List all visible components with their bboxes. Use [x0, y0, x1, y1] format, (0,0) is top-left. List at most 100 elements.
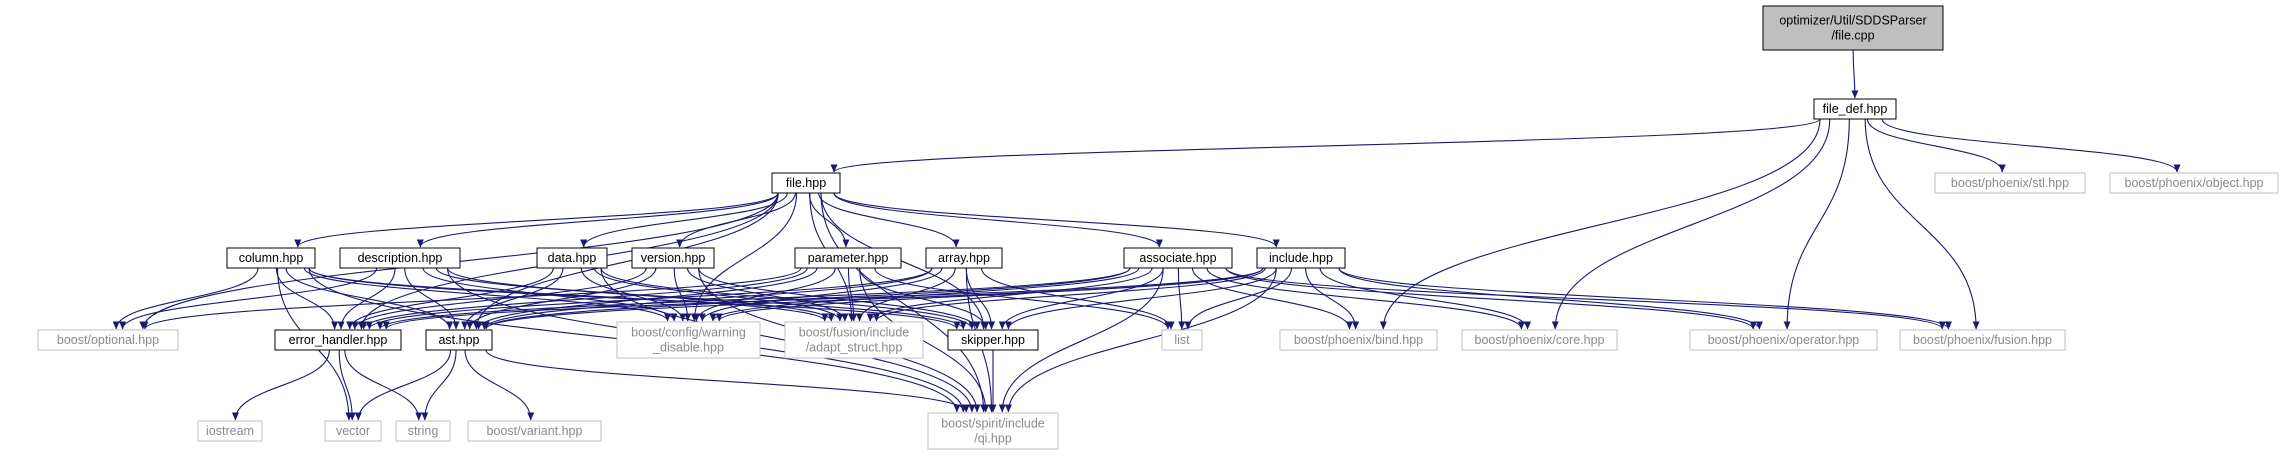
- edge-error_handler-to-vector: [338, 349, 356, 421]
- node-column[interactable]: column.hpp: [226, 247, 316, 269]
- edge-version-to-warning: [673, 267, 692, 322]
- node-label: boost/optional.hpp: [57, 333, 159, 347]
- edge-ast-to-variant: [464, 349, 535, 421]
- node-phx-operator: boost/phoenix/operator.hpp: [1689, 329, 1878, 351]
- node-box: [37, 329, 179, 351]
- node-box: [1689, 329, 1878, 351]
- node-include[interactable]: include.hpp: [1256, 247, 1346, 269]
- node-warning: boost/config/warning_disable.hpp: [616, 321, 761, 359]
- node-vector: vector: [324, 420, 382, 442]
- node-list: list: [1161, 329, 1203, 351]
- node-label: _disable.hpp: [652, 341, 724, 355]
- node-label: error_handler.hpp: [289, 333, 388, 347]
- edge-associate-to-phx_operator: [1225, 267, 1757, 330]
- node-box: [197, 420, 263, 442]
- edge-error_handler-to-string: [344, 349, 423, 421]
- node-label: associate.hpp: [1139, 251, 1216, 265]
- node-box: [616, 321, 761, 359]
- edge-parameter-to-optional: [141, 267, 802, 330]
- node-label: file_def.hpp: [1823, 102, 1888, 116]
- node-phx-fusion: boost/phoenix/fusion.hpp: [1899, 329, 2066, 351]
- node-box: [274, 329, 402, 351]
- edge-ast-to-vector: [354, 349, 452, 421]
- edge-description-to-optional: [119, 267, 378, 330]
- edge-file-to-ast: [472, 192, 779, 330]
- node-error-handler[interactable]: error_handler.hpp: [274, 329, 402, 351]
- edge-file-to-data: [580, 192, 788, 248]
- edge-include-to-list: [1184, 267, 1293, 330]
- edge-include-to-warning: [715, 267, 1264, 322]
- node-label: boost/phoenix/core.hpp: [1475, 333, 1605, 347]
- node-file-def[interactable]: file_def.hpp: [1813, 98, 1897, 120]
- node-label: boost/fusion/include: [799, 326, 910, 340]
- node-box: [1123, 247, 1233, 269]
- node-box: [927, 412, 1059, 450]
- edge-include-to-skipper: [1004, 267, 1277, 330]
- edge-file-to-column: [294, 192, 779, 248]
- node-data[interactable]: data.hpp: [536, 247, 608, 269]
- edge-column-to-warning: [303, 267, 672, 322]
- node-box: [1813, 98, 1897, 120]
- edge-array-to-adapt: [856, 267, 956, 322]
- node-label: skipper.hpp: [961, 333, 1025, 347]
- node-box: [226, 247, 316, 269]
- node-box: [794, 247, 902, 269]
- edge-error_handler-to-iostream: [231, 349, 330, 421]
- edge-associate-to-skipper: [998, 267, 1164, 330]
- node-label: string: [408, 424, 439, 438]
- node-label: data.hpp: [548, 251, 597, 265]
- node-phx-stl: boost/phoenix/stl.hpp: [1934, 172, 2086, 194]
- edge-associate-to-phx_bind: [1191, 267, 1353, 330]
- edge-file_def-to-phx_core: [1551, 118, 1831, 330]
- node-box: [536, 247, 608, 269]
- node-associate[interactable]: associate.hpp: [1123, 247, 1233, 269]
- file-nodes: optimizer/Util/SDDSParser/file.cpp file_d…: [37, 5, 2279, 450]
- node-description[interactable]: description.hpp: [339, 247, 461, 269]
- node-optional: boost/optional.hpp: [37, 329, 179, 351]
- node-parameter[interactable]: parameter.hpp: [794, 247, 902, 269]
- node-label: optimizer/Util/SDDSParser: [1779, 14, 1926, 28]
- edge-associate-to-qi: [998, 267, 1164, 413]
- edge-ast-to-string: [421, 349, 457, 421]
- edge-version-to-error_handler: [351, 267, 647, 330]
- node-skipper[interactable]: skipper.hpp: [947, 329, 1039, 351]
- node-array[interactable]: array.hpp: [925, 247, 1003, 269]
- edge-include-to-phx_bind: [1305, 267, 1360, 330]
- edge-description-to-error_handler: [337, 267, 396, 330]
- node-label: boost/phoenix/object.hpp: [2125, 176, 2264, 190]
- edge-include-to-adapt: [872, 267, 1266, 322]
- node-ast[interactable]: ast.hpp: [425, 329, 493, 351]
- node-box: [784, 321, 924, 359]
- node-label: /qi.hpp: [974, 432, 1012, 446]
- node-version[interactable]: version.hpp: [631, 247, 715, 269]
- edge-associate-to-phx_fusion: [1225, 267, 1946, 330]
- node-label: column.hpp: [239, 251, 304, 265]
- edge-array-to-list: [980, 267, 1175, 330]
- node-phx-core: boost/phoenix/core.hpp: [1461, 329, 1618, 351]
- node-qi: boost/spirit/include/qi.hpp: [927, 412, 1059, 450]
- node-adapt: boost/fusion/include/adapt_struct.hpp: [784, 321, 924, 359]
- edge-include-to-phx_operator: [1338, 267, 1763, 330]
- node-box: [395, 420, 451, 442]
- node-box: [1762, 5, 1944, 51]
- edge-include-to-phx_core: [1319, 267, 1532, 330]
- node-label: boost/config/warning: [631, 326, 746, 340]
- edge-root-to-file_def: [1851, 49, 1859, 99]
- node-box: [467, 420, 602, 442]
- node-box: [339, 247, 461, 269]
- node-box: [2109, 172, 2279, 194]
- node-label: ast.hpp: [438, 333, 479, 347]
- node-file[interactable]: file.hpp: [771, 172, 841, 194]
- node-box: [1161, 329, 1203, 351]
- edge-file-to-skipper: [820, 192, 988, 330]
- edge-include-to-phx_fusion: [1338, 267, 1952, 330]
- edge-file_def-to-phx_operator: [1783, 118, 1850, 330]
- edge-array-to-error_handler: [365, 267, 933, 330]
- edge-file-to-include: [833, 192, 1280, 248]
- edge-array-to-skipper: [965, 267, 996, 330]
- node-iostream: iostream: [197, 420, 263, 442]
- edge-array-to-ast: [480, 267, 933, 330]
- node-root[interactable]: optimizer/Util/SDDSParser/file.cpp: [1762, 5, 1944, 51]
- edge-associate-to-adapt: [866, 267, 1153, 322]
- node-label: version.hpp: [641, 251, 706, 265]
